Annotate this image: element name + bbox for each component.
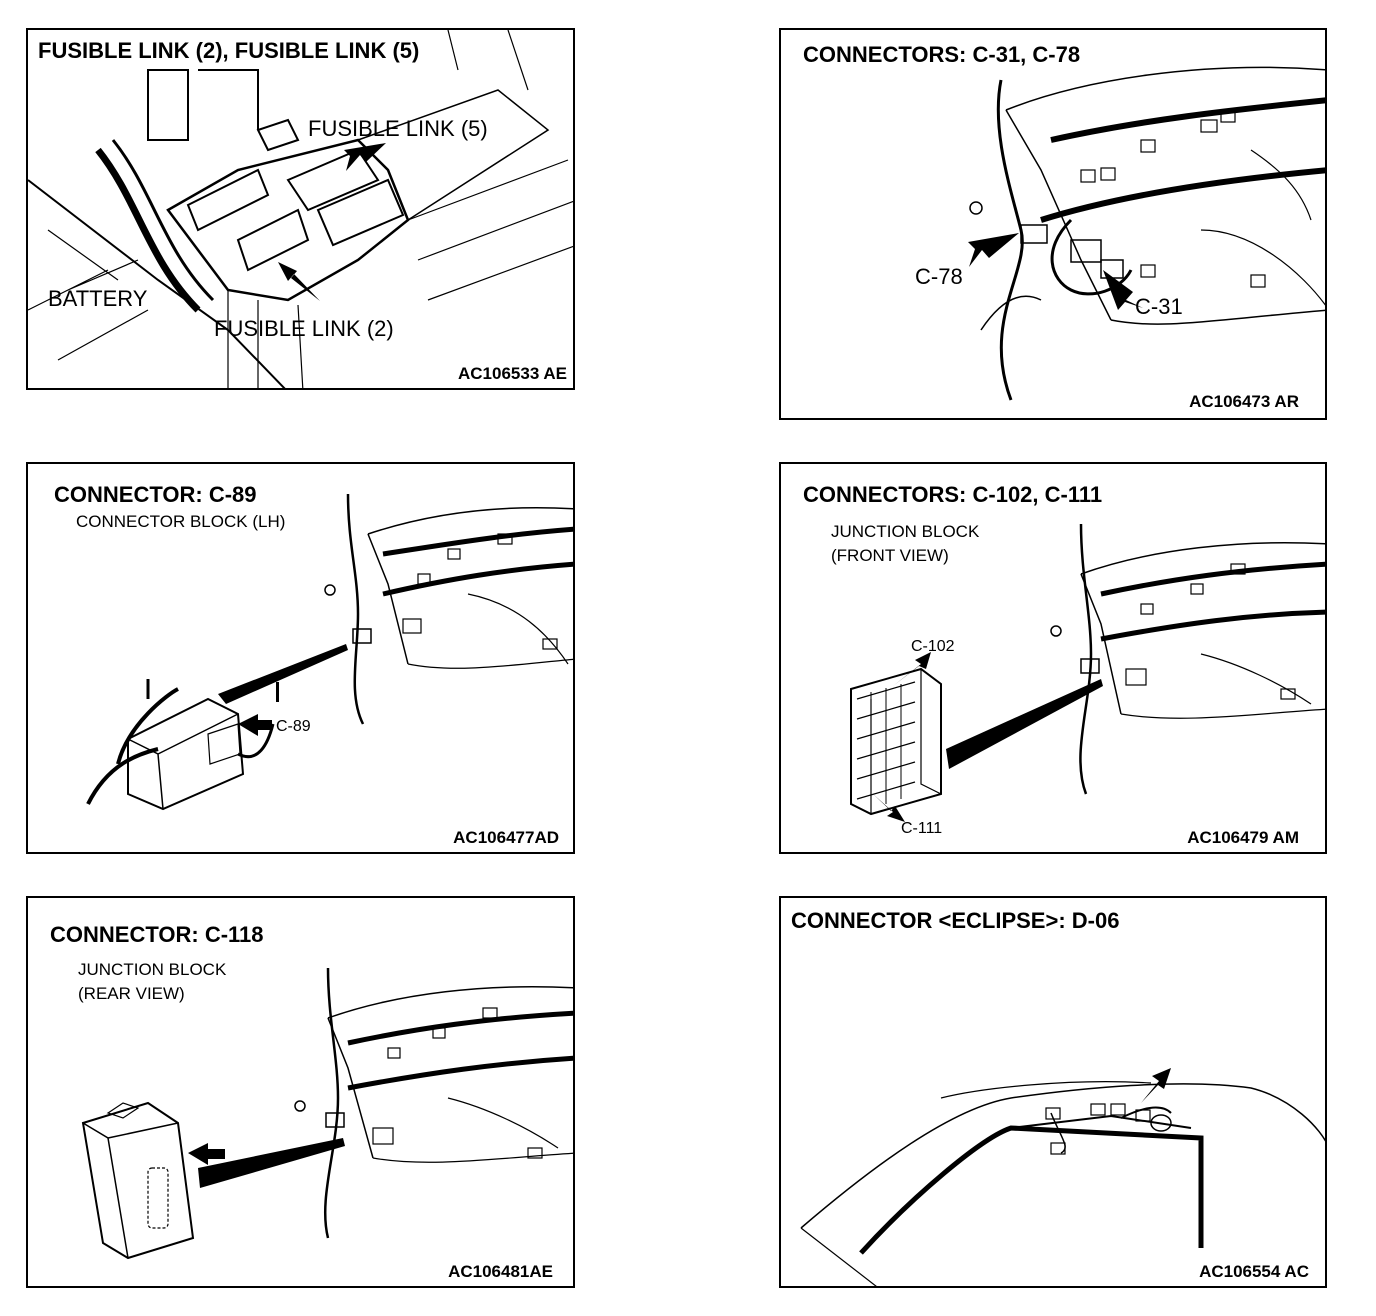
panel-subtitle-2: (FRONT VIEW) (831, 546, 949, 565)
panel-fusible-links: FUSIBLE LINK (2), FUSIBLE LINK (5) FUSIB… (26, 28, 575, 390)
label-battery: BATTERY (48, 286, 148, 311)
label-c78: C-78 (915, 264, 963, 289)
figure-code: AC106473 AR (1189, 392, 1299, 411)
panel-title: CONNECTOR: C-89 (54, 482, 257, 507)
panel-title: CONNECTOR <ECLIPSE>: D-06 (791, 908, 1120, 933)
figure-code: AC106477AD (453, 828, 559, 847)
panel-title: CONNECTOR: C-118 (50, 922, 264, 947)
figure-code: AC106479 AM (1187, 828, 1299, 847)
label-c111: C-111 (901, 820, 943, 837)
panel-subtitle-2: (REAR VIEW) (78, 984, 185, 1003)
connector-block-illustration (86, 493, 573, 811)
panel-subtitle-1: JUNCTION BLOCK (78, 960, 227, 979)
panel-title: CONNECTORS: C-31, C-78 (803, 42, 1081, 67)
panel-subtitle: CONNECTOR BLOCK (LH) (76, 512, 286, 531)
panel-connector-d06: CONNECTOR <ECLIPSE>: D-06 AC106554 AC (779, 896, 1327, 1288)
junction-block-front-illustration (850, 523, 1325, 822)
fusible-link-illustration (28, 30, 573, 388)
panel-connectors-c31-c78: CONNECTORS: C-31, C-78 C-78 C-31 AC10647… (779, 28, 1327, 420)
label-fusible-link-2: FUSIBLE LINK (2) (214, 316, 394, 341)
roof-harness-illustration (800, 1068, 1325, 1286)
label-fusible-link-5: FUSIBLE LINK (5) (308, 116, 488, 141)
junction-block-rear-illustration (81, 967, 573, 1260)
panel-connector-c118: CONNECTOR: C-118 JUNCTION BLOCK (REAR VI… (26, 896, 575, 1288)
label-c31: C-31 (1135, 294, 1183, 319)
panel-connectors-c102-c111: CONNECTORS: C-102, C-111 JUNCTION BLOCK … (779, 462, 1327, 854)
panel-subtitle-1: JUNCTION BLOCK (831, 522, 980, 541)
label-c89: C-89 (276, 718, 311, 735)
figure-code: AC106554 AC (1199, 1262, 1309, 1281)
panel-title: CONNECTORS: C-102, C-111 (803, 482, 1103, 507)
label-c102: C-102 (911, 638, 955, 655)
figure-code: AC106481AE (448, 1262, 553, 1281)
panel-connector-c89: CONNECTOR: C-89 CONNECTOR BLOCK (LH) C-8… (26, 462, 575, 854)
panel-title: FUSIBLE LINK (2), FUSIBLE LINK (5) (38, 38, 420, 63)
dashboard-harness-illustration (968, 66, 1325, 401)
figure-code: AC106533 AE (458, 364, 567, 383)
